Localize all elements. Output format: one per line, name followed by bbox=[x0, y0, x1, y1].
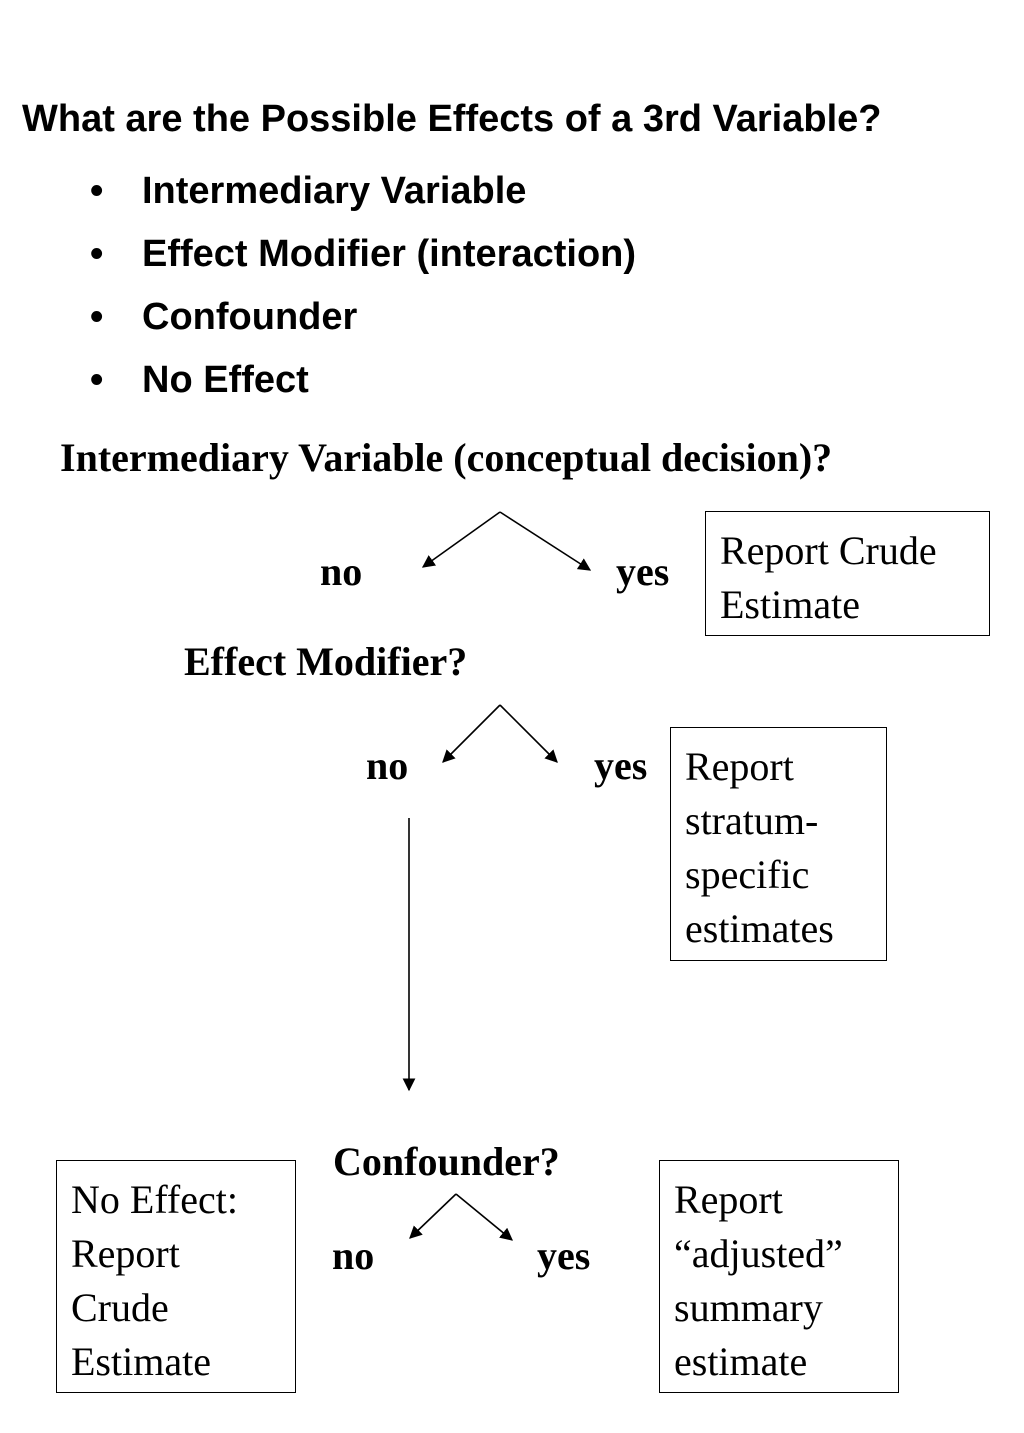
bullet-marker: • bbox=[90, 233, 104, 275]
arrow-confounder-no bbox=[409, 1193, 457, 1239]
bullet-text: Confounder bbox=[142, 296, 358, 338]
arrow-modifier-no bbox=[442, 704, 501, 763]
box-report-adjusted-summary: Report “adjusted” summary estimate bbox=[659, 1160, 899, 1393]
arrow-intermediary-no bbox=[421, 511, 501, 568]
arrow-confounder-yes bbox=[455, 1193, 513, 1241]
question-effect-modifier: Effect Modifier? bbox=[184, 639, 468, 684]
page-title: What are the Possible Effects of a 3rd V… bbox=[22, 98, 882, 140]
bullet-marker: • bbox=[90, 170, 104, 212]
label-yes-3: yes bbox=[537, 1233, 591, 1278]
bullet-text: Intermediary Variable bbox=[142, 170, 527, 212]
box-report-crude-estimate: Report Crude Estimate bbox=[705, 511, 990, 636]
label-no-3: no bbox=[332, 1233, 375, 1278]
box-report-stratum-specific: Report stratum- specific estimates bbox=[670, 727, 887, 961]
label-yes-1: yes bbox=[616, 549, 670, 594]
bullet-marker: • bbox=[90, 296, 104, 338]
label-yes-2: yes bbox=[594, 743, 648, 788]
question-intermediary: Intermediary Variable (conceptual decisi… bbox=[60, 435, 833, 480]
bullet-text: Effect Modifier (interaction) bbox=[142, 233, 637, 275]
question-confounder: Confounder? bbox=[333, 1139, 560, 1184]
label-no-2: no bbox=[366, 743, 409, 788]
arrow-intermediary-yes bbox=[499, 511, 592, 571]
bullet-marker: • bbox=[90, 359, 104, 401]
label-no-1: no bbox=[320, 549, 363, 594]
bullet-text: No Effect bbox=[142, 359, 309, 401]
arrow-modifier-yes bbox=[499, 704, 558, 763]
box-no-effect-report-crude: No Effect: Report Crude Estimate bbox=[56, 1160, 296, 1393]
